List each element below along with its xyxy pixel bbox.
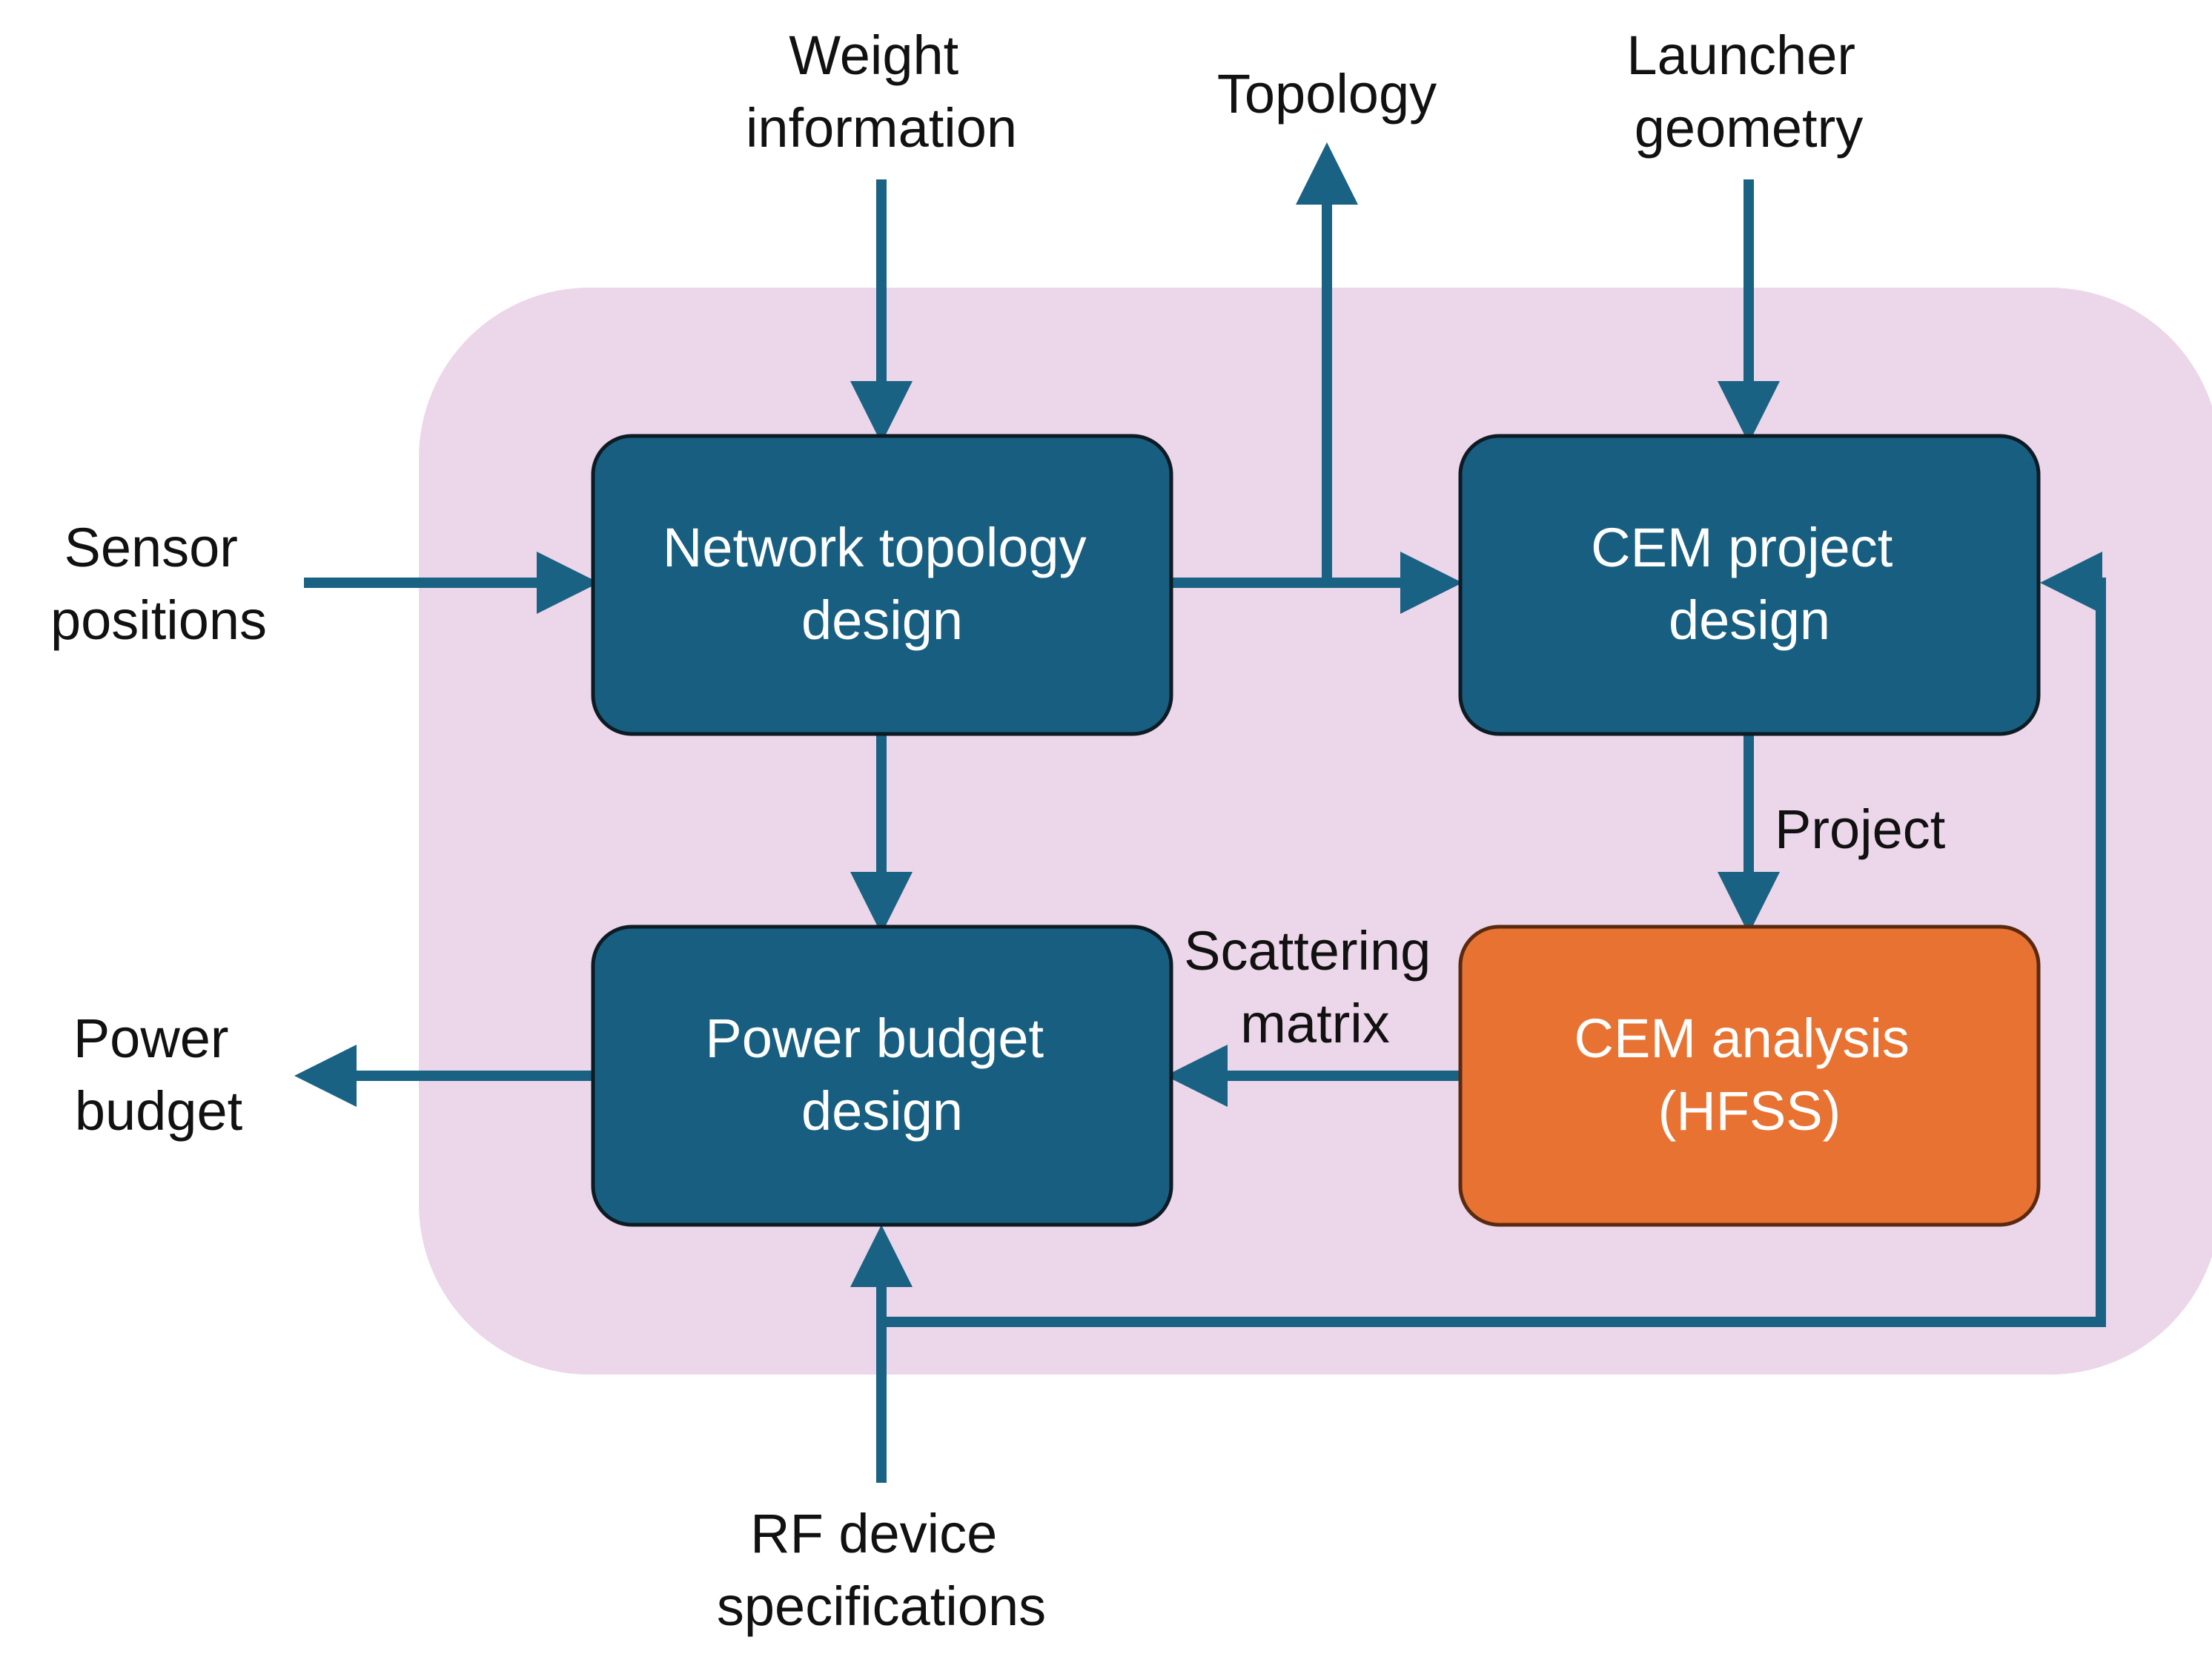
rf-device-line1: RF device — [750, 1503, 997, 1564]
topology-label: Topology — [1217, 63, 1437, 125]
power-budget-output-line2: budget — [75, 1080, 243, 1142]
scattering-matrix-label: Scattering matrix — [1184, 920, 1446, 1054]
power-budget-box — [591, 925, 1173, 1227]
cem-project-label-line2: design — [1669, 589, 1830, 651]
network-topology-label-line1: Network topology — [663, 517, 1087, 578]
sensor-positions-line1: Sensor — [64, 517, 237, 578]
cem-project-box — [1458, 434, 2041, 736]
arrow-rf-feedback-to-cem-project — [881, 552, 2106, 1327]
topology-line1: Topology — [1217, 63, 1437, 125]
network-topology-label: Network topology design — [663, 517, 1102, 651]
network-topology-box — [591, 434, 1173, 736]
cem-project-label: CEM project design — [1591, 517, 1908, 651]
rf-device-specifications-label: RF device specifications — [717, 1503, 1046, 1637]
project-label: Project — [1775, 798, 1946, 860]
launcher-geometry-line1: Launcher — [1626, 24, 1855, 86]
power-budget-output-label: Power budget — [73, 1008, 244, 1142]
weight-information-line1: Weight — [789, 24, 958, 86]
cem-analysis-box — [1458, 925, 2041, 1227]
cem-project-label-line1: CEM project — [1591, 517, 1893, 578]
weight-information-line2: information — [746, 97, 1017, 159]
sensor-positions-label: Sensor positions — [50, 517, 267, 651]
power-budget-output-line1: Power — [73, 1008, 229, 1069]
launcher-geometry-label: Launcher geometry — [1626, 24, 1870, 159]
power-budget-label-line1: Power budget — [705, 1008, 1044, 1069]
sensor-positions-line2: positions — [50, 589, 267, 651]
cem-analysis-label-line1: CEM analysis — [1574, 1008, 1910, 1069]
cem-analysis-label-line2: (HFSS) — [1658, 1080, 1841, 1142]
weight-information-label: Weight information — [746, 24, 1017, 159]
project-line1: Project — [1775, 798, 1946, 860]
rf-device-line2: specifications — [717, 1575, 1046, 1637]
power-budget-label: Power budget design — [705, 1008, 1059, 1142]
cem-analysis-label: CEM analysis (HFSS) — [1574, 1008, 1925, 1142]
launcher-geometry-line2: geometry — [1635, 97, 1863, 159]
scattering-matrix-line2: matrix — [1240, 993, 1389, 1054]
network-topology-label-line2: design — [801, 589, 963, 651]
power-budget-label-line2: design — [801, 1080, 963, 1142]
scattering-matrix-line1: Scattering — [1184, 920, 1431, 982]
